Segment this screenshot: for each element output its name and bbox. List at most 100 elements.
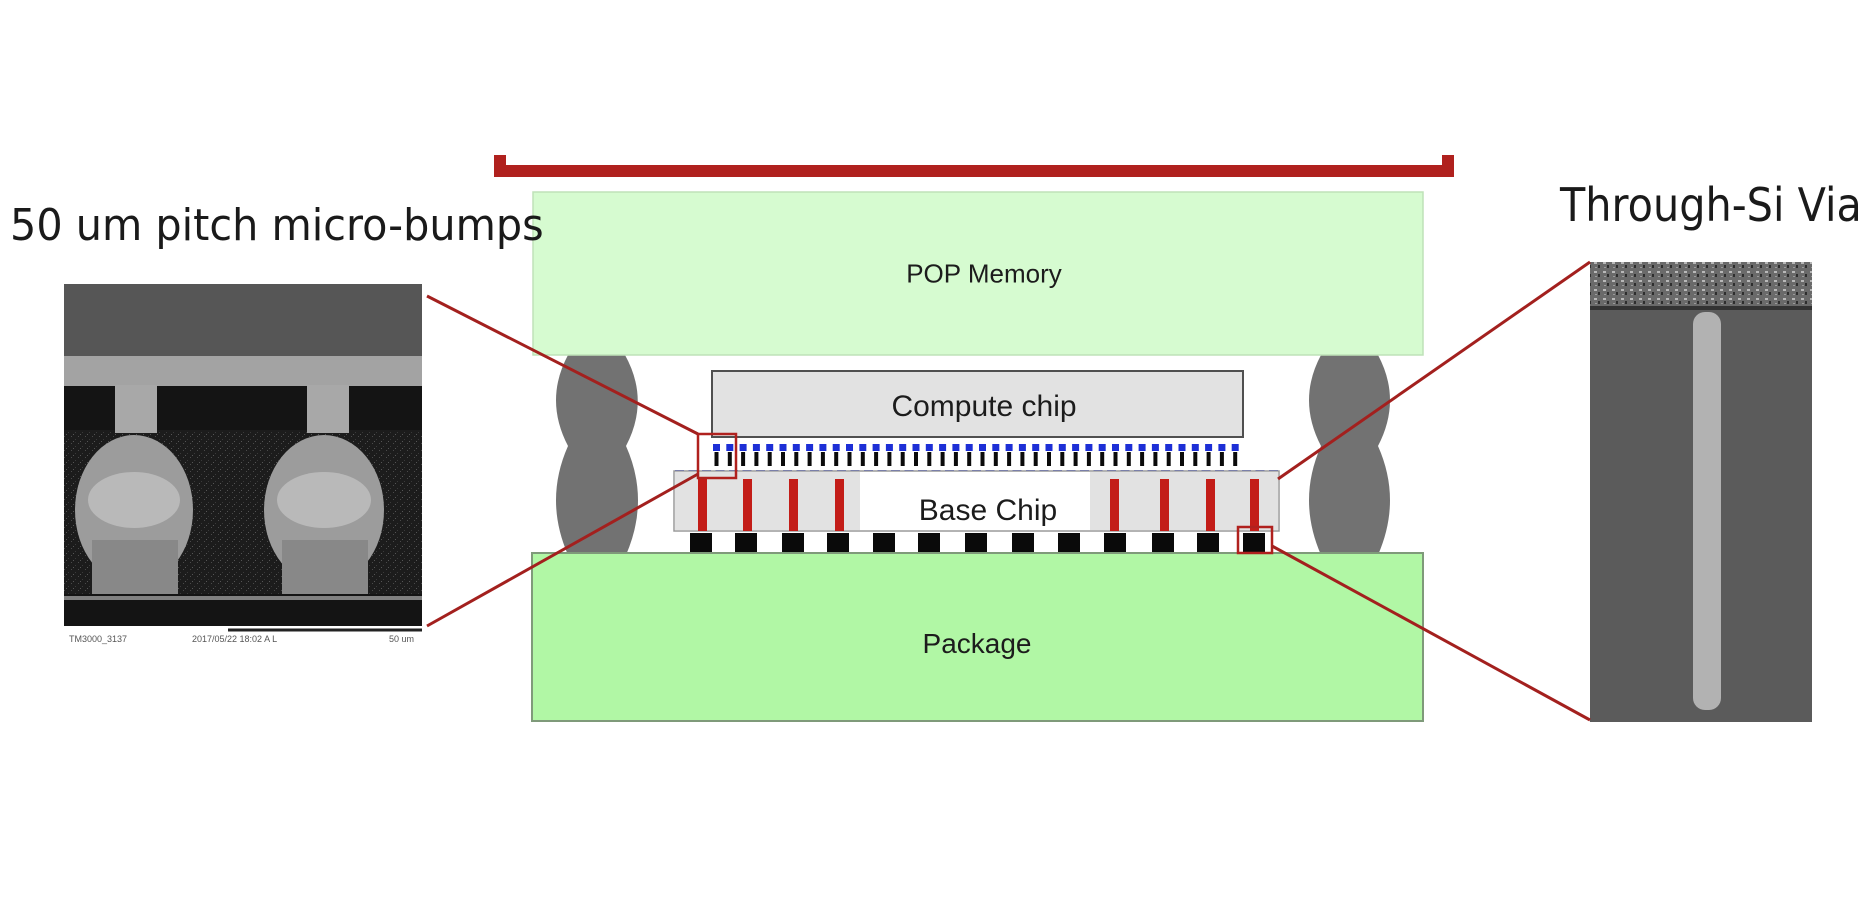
microbump: [834, 452, 839, 466]
microbump-sem-image: [64, 284, 422, 632]
microbump: [1126, 452, 1131, 466]
microbump: [1047, 452, 1051, 466]
microbump-top-pad: [1125, 444, 1133, 451]
base-chip-label: Base Chip: [918, 494, 1058, 527]
microbump-top-pad: [912, 444, 920, 451]
microbump-top-pad: [713, 444, 720, 451]
microbump: [1193, 452, 1198, 466]
microbump: [1113, 452, 1118, 466]
microbump-top-pad: [1005, 444, 1013, 451]
microbump: [1100, 452, 1105, 466]
microbump: [754, 452, 759, 466]
microbump-top-pad: [806, 444, 814, 451]
microbump: [1180, 452, 1184, 466]
microbump-top-pad: [819, 444, 827, 451]
pop-memory-block: [532, 191, 1424, 356]
bga-bump: [827, 533, 849, 553]
microbump-top-pad: [832, 444, 840, 451]
microbump: [1007, 452, 1012, 466]
microbump-top-pad: [1178, 444, 1186, 451]
microbump-top-pad: [1151, 444, 1159, 451]
microbump: [807, 452, 812, 466]
bga-bump: [1152, 533, 1174, 553]
bga-layer: [690, 533, 1265, 553]
top-bracket: [494, 155, 1454, 177]
microbump-top-pad: [992, 444, 1000, 451]
microbump: [847, 452, 852, 466]
microbump-top-pad: [1165, 444, 1173, 451]
microbump-top-pad: [965, 444, 973, 451]
microbump-top-pad: [1018, 444, 1026, 451]
microbump-top-pad: [1085, 444, 1093, 451]
bga-bump: [918, 533, 940, 553]
bga-bump: [1197, 533, 1219, 553]
tsv-caption: Through-Si Via: [1560, 178, 1858, 232]
microbump: [1153, 452, 1158, 466]
sem-bump-left: [75, 385, 193, 594]
microbump-top-pad: [1191, 444, 1199, 451]
microbump-top-pad: [1112, 444, 1119, 451]
microbump-top-pad: [779, 444, 787, 451]
microbump-top-pad: [872, 444, 880, 451]
sem-image-id: TM3000_3137: [69, 634, 128, 644]
microbump: [953, 452, 958, 466]
bga-bump: [690, 533, 712, 553]
bga-bump: [735, 533, 757, 553]
microbump-top-pad: [885, 444, 893, 451]
tsv: [1160, 479, 1169, 531]
microbump-top-pad: [1058, 444, 1066, 451]
microbump-top-pad: [925, 444, 933, 451]
microbump: [1219, 452, 1224, 466]
bga-bump: [965, 533, 987, 553]
bga-bump: [873, 533, 895, 553]
compute-chip-block: [711, 370, 1244, 438]
microbump-top-pad: [846, 444, 853, 451]
tsv-sem-image: [1590, 262, 1812, 722]
microbump-top-pad: [766, 444, 774, 451]
pop-solder-balls: [556, 355, 1390, 555]
sem-bump-right: [264, 385, 384, 594]
tsv: [743, 479, 752, 531]
microbump: [914, 452, 918, 466]
package-block: [531, 552, 1424, 722]
microbump: [820, 452, 825, 466]
microbump: [927, 452, 932, 466]
microbump: [1140, 452, 1145, 466]
microbump: [1060, 452, 1065, 466]
microbump-top-pad: [899, 444, 907, 451]
tsv: [835, 479, 844, 531]
microbump-caption: 50 um pitch micro-bumps: [10, 200, 544, 251]
microbump: [794, 452, 799, 466]
microbump-top-pad: [1205, 444, 1213, 451]
microbump: [980, 452, 985, 466]
tsv: [1250, 479, 1259, 531]
tsv: [789, 479, 798, 531]
microbump: [1206, 452, 1211, 466]
microbump: [1073, 452, 1078, 466]
pop-memory-label: POP Memory: [906, 258, 1062, 289]
microbump-top-pad: [859, 444, 867, 451]
bga-bump: [1243, 533, 1265, 553]
tsv: [698, 479, 707, 531]
microbump: [993, 452, 998, 466]
microbump: [741, 452, 746, 466]
compute-chip-label: Compute chip: [891, 390, 1077, 423]
microbump: [727, 452, 732, 466]
microbump-top-pad: [752, 444, 760, 451]
microbump-highlight-box: [696, 432, 738, 480]
microbump: [874, 452, 879, 466]
sem-scale-bar-label: 50 um: [389, 634, 415, 644]
microbump: [887, 452, 892, 466]
microbump: [1166, 452, 1171, 466]
callout-lines: [426, 260, 1591, 722]
bga-bump: [1104, 533, 1126, 553]
microbump: [967, 452, 972, 466]
tsv-highlight-box: [1236, 525, 1274, 555]
package-label: Package: [922, 628, 1032, 659]
microbump-top-pad: [1045, 444, 1053, 451]
tsv: [1206, 479, 1215, 531]
microbump-top-pad: [1098, 444, 1106, 451]
microbump: [940, 452, 945, 466]
microbump: [1020, 452, 1025, 466]
microbump: [1086, 452, 1091, 466]
